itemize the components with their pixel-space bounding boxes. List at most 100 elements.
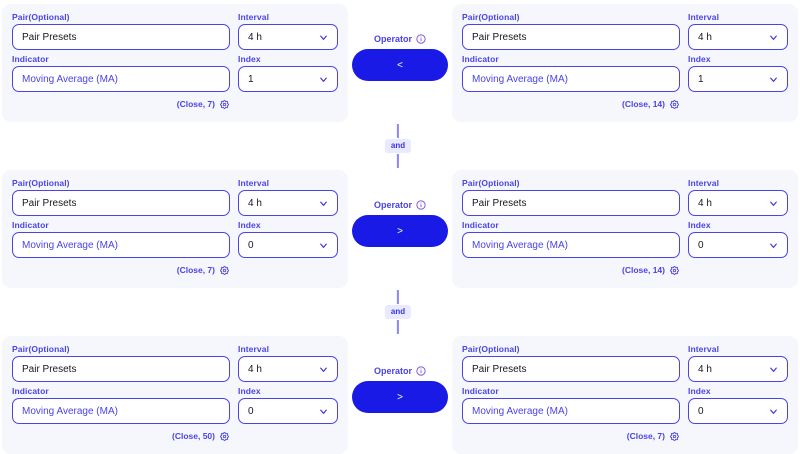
chevron-down-icon xyxy=(768,240,779,251)
left-main-fields: Pair(Optional) Pair Presets Indicator Mo… xyxy=(12,178,230,277)
interval-label: Interval xyxy=(238,12,270,22)
interval-select[interactable]: 4 h xyxy=(688,356,788,382)
indicator-field: Indicator Moving Average (MA) xyxy=(12,220,230,258)
condition-left-panel: Pair(Optional) Pair Presets Indicator Mo… xyxy=(2,336,348,454)
interval-label: Interval xyxy=(238,178,270,188)
gear-icon[interactable] xyxy=(669,99,680,109)
left-side-fields: Interval 4 h Index 0 xyxy=(238,344,338,424)
index-field: Index 0 xyxy=(238,386,338,424)
operator-button[interactable]: > xyxy=(352,215,448,247)
indicator-input[interactable]: Moving Average (MA) xyxy=(12,66,230,92)
interval-value: 4 h xyxy=(698,363,712,375)
condition-row: Pair(Optional) Pair Presets Indicator Mo… xyxy=(0,336,800,454)
operator-cell: Operator > xyxy=(348,336,452,454)
indicator-input[interactable]: Moving Average (MA) xyxy=(462,398,680,424)
index-field: Index 0 xyxy=(238,220,338,258)
interval-select[interactable]: 4 h xyxy=(238,190,338,216)
pair-field: Pair(Optional) Pair Presets xyxy=(12,12,230,50)
indicator-input[interactable]: Moving Average (MA) xyxy=(462,232,680,258)
condition-right-panel: Pair(Optional) Pair Presets Indicator Mo… xyxy=(452,336,798,454)
pair-field: Pair(Optional) Pair Presets xyxy=(462,344,680,382)
left-side-fields: Interval 4 h Index 0 xyxy=(238,178,338,258)
index-select[interactable]: 0 xyxy=(238,398,338,424)
pair-field: Pair(Optional) Pair Presets xyxy=(12,344,230,382)
condition-row: Pair(Optional) Pair Presets Indicator Mo… xyxy=(0,170,800,288)
right-side-fields: Interval 4 h Index 0 xyxy=(688,178,788,258)
index-value: 0 xyxy=(248,405,254,417)
indicator-meta: (Close, 7) xyxy=(12,97,230,111)
indicator-input[interactable]: Moving Average (MA) xyxy=(12,398,230,424)
left-main-fields: Pair(Optional) Pair Presets Indicator Mo… xyxy=(12,344,230,443)
pair-input[interactable]: Pair Presets xyxy=(462,24,680,50)
pair-input[interactable]: Pair Presets xyxy=(462,356,680,382)
left-main-fields: Pair(Optional) Pair Presets Indicator Mo… xyxy=(12,12,230,111)
interval-select[interactable]: 4 h xyxy=(238,24,338,50)
right-main-fields: Pair(Optional) Pair Presets Indicator Mo… xyxy=(462,12,680,111)
pair-input[interactable]: Pair Presets xyxy=(12,190,230,216)
chevron-down-icon xyxy=(768,74,779,85)
indicator-input[interactable]: Moving Average (MA) xyxy=(462,66,680,92)
gear-icon[interactable] xyxy=(219,265,230,275)
indicator-params-text: (Close, 14) xyxy=(622,265,665,275)
condition-right-panel: Pair(Optional) Pair Presets Indicator Mo… xyxy=(452,170,798,288)
pair-input[interactable]: Pair Presets xyxy=(462,190,680,216)
indicator-field: Indicator Moving Average (MA) xyxy=(462,54,680,92)
gear-icon[interactable] xyxy=(669,431,680,441)
operator-button[interactable]: < xyxy=(352,49,448,81)
operator-button[interactable]: > xyxy=(352,381,448,413)
indicator-params-text: (Close, 50) xyxy=(172,431,215,441)
interval-select[interactable]: 4 h xyxy=(688,24,788,50)
gear-icon[interactable] xyxy=(219,99,230,109)
indicator-label: Indicator xyxy=(12,386,49,396)
pair-input[interactable]: Pair Presets xyxy=(12,24,230,50)
interval-select[interactable]: 4 h xyxy=(688,190,788,216)
operator-cell: Operator < xyxy=(348,4,452,122)
info-icon[interactable] xyxy=(416,34,426,44)
condition-right-panel: Pair(Optional) Pair Presets Indicator Mo… xyxy=(452,4,798,122)
right-main-fields: Pair(Optional) Pair Presets Indicator Mo… xyxy=(462,344,680,443)
index-field: Index 0 xyxy=(688,386,788,424)
index-label: Index xyxy=(688,54,711,64)
index-select[interactable]: 0 xyxy=(238,232,338,258)
right-side-fields: Interval 4 h Index 0 xyxy=(688,344,788,424)
interval-field: Interval 4 h xyxy=(688,344,788,382)
indicator-input[interactable]: Moving Average (MA) xyxy=(12,232,230,258)
indicator-params-text: (Close, 14) xyxy=(622,99,665,109)
index-field: Index 1 xyxy=(688,54,788,92)
index-label: Index xyxy=(688,386,711,396)
indicator-params-text: (Close, 7) xyxy=(176,265,215,275)
connector-line-top xyxy=(397,290,399,304)
indicator-field: Indicator Moving Average (MA) xyxy=(462,386,680,424)
and-chip[interactable]: and xyxy=(384,305,412,319)
interval-value: 4 h xyxy=(248,363,262,375)
index-field: Index 1 xyxy=(238,54,338,92)
operator-label-group: Operator xyxy=(374,200,426,210)
index-select[interactable]: 0 xyxy=(688,398,788,424)
index-value: 0 xyxy=(698,239,704,251)
indicator-label: Indicator xyxy=(12,54,49,64)
pair-label: Pair(Optional) xyxy=(12,178,70,188)
index-select[interactable]: 1 xyxy=(238,66,338,92)
info-icon[interactable] xyxy=(416,200,426,210)
pair-label: Pair(Optional) xyxy=(462,178,520,188)
chevron-down-icon xyxy=(318,364,329,375)
indicator-meta: (Close, 7) xyxy=(462,429,680,443)
gear-icon[interactable] xyxy=(669,265,680,275)
indicator-label: Indicator xyxy=(462,54,499,64)
info-icon[interactable] xyxy=(416,366,426,376)
interval-label: Interval xyxy=(688,12,720,22)
pair-input[interactable]: Pair Presets xyxy=(12,356,230,382)
condition-left-panel: Pair(Optional) Pair Presets Indicator Mo… xyxy=(2,170,348,288)
index-label: Index xyxy=(238,54,261,64)
interval-select[interactable]: 4 h xyxy=(238,356,338,382)
chevron-down-icon xyxy=(318,32,329,43)
indicator-meta: (Close, 7) xyxy=(12,263,230,277)
connector-line-top xyxy=(397,124,399,138)
and-chip[interactable]: and xyxy=(384,139,412,153)
index-select[interactable]: 1 xyxy=(688,66,788,92)
index-value: 0 xyxy=(248,239,254,251)
gear-icon[interactable] xyxy=(219,431,230,441)
index-label: Index xyxy=(238,386,261,396)
index-select[interactable]: 0 xyxy=(688,232,788,258)
logic-connector: and xyxy=(0,122,800,170)
